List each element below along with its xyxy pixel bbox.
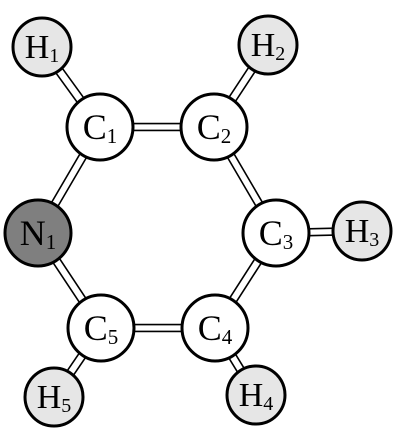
svg-text:C2: C2: [197, 107, 232, 148]
atom-n1: N1: [3, 198, 73, 268]
atom-c4-element: C: [198, 308, 222, 348]
svg-text:C3: C3: [259, 213, 294, 254]
atom-c1-index: 1: [107, 124, 118, 148]
svg-text:H3: H3: [345, 213, 380, 252]
atom-c5-sphere: [66, 293, 136, 363]
atom-h4-sphere: [225, 364, 287, 426]
atom-n1-index: 1: [46, 230, 57, 254]
svg-text:H4: H4: [239, 377, 274, 416]
atom-n1-sphere: [3, 198, 73, 268]
svg-text:H2: H2: [251, 27, 286, 66]
atom-c4-index: 4: [222, 325, 233, 349]
atom-c2-index: 2: [221, 124, 232, 148]
atom-h4-element: H: [239, 377, 264, 414]
atom-c5-element: C: [84, 308, 108, 348]
atom-h5-index: 5: [61, 395, 71, 417]
atom-h2: H2: [237, 14, 299, 76]
atom-c2: C2: [179, 92, 249, 162]
atom-h3: H3: [331, 200, 393, 262]
atoms: H1 H2 C1 C2 N1: [3, 14, 393, 428]
atom-h2-index: 2: [275, 43, 285, 65]
atom-c4-sphere: [180, 293, 250, 363]
atom-h5-sphere: [23, 366, 85, 428]
svg-text:C4: C4: [198, 308, 233, 349]
atom-h2-element: H: [251, 27, 276, 64]
atom-c3-element: C: [259, 213, 283, 253]
atom-c4: C4: [180, 293, 250, 363]
atom-c1-element: C: [83, 107, 107, 147]
svg-text:C1: C1: [83, 107, 118, 148]
atom-c1-sphere: [65, 92, 135, 162]
atom-h1-index: 1: [49, 45, 59, 67]
svg-text:C5: C5: [84, 308, 119, 349]
svg-text:N1: N1: [20, 213, 57, 254]
atom-h1-element: H: [25, 29, 50, 66]
atom-h4: H4: [225, 364, 287, 426]
atom-h3-sphere: [331, 200, 393, 262]
atom-c2-sphere: [179, 92, 249, 162]
atom-c3: C3: [241, 198, 311, 268]
atom-c5: C5: [66, 293, 136, 363]
svg-text:H1: H1: [25, 29, 60, 68]
svg-text:H5: H5: [37, 379, 72, 418]
atom-c3-sphere: [241, 198, 311, 268]
atom-h1: H1: [11, 16, 73, 78]
atom-h5: H5: [23, 366, 85, 428]
atom-h3-element: H: [345, 213, 370, 250]
atom-c3-index: 3: [283, 230, 294, 254]
atom-c2-element: C: [197, 107, 221, 147]
atom-h4-index: 4: [263, 393, 273, 415]
atom-h5-element: H: [37, 379, 62, 416]
atom-h2-sphere: [237, 14, 299, 76]
atom-h1-sphere: [11, 16, 73, 78]
atom-n1-element: N: [20, 213, 46, 253]
atom-c1: C1: [65, 92, 135, 162]
atom-c5-index: 5: [108, 325, 119, 349]
atom-h3-index: 3: [369, 229, 379, 251]
